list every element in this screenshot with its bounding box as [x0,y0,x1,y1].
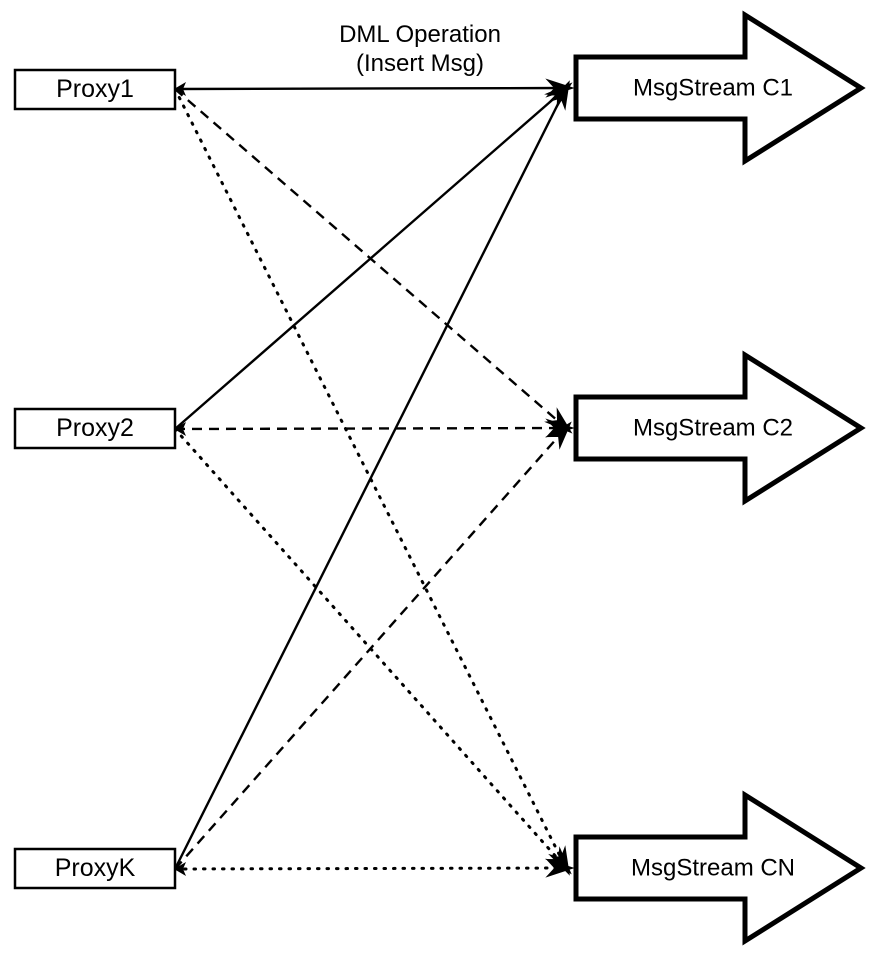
edge-line-p1-c1-solid [174,86,567,91]
caption-line-1: DML Operation [339,21,501,48]
arrowhead-pk-c1 [548,80,570,111]
edge-line-p2-c1-solid [174,87,567,430]
proxy-box-proxyK[interactable] [13,847,177,890]
edges-layer [173,86,568,871]
proxy-port-arrowhead-proxyK [174,862,186,876]
dml-operation-caption: DML Operation (Insert Msg) [339,21,501,77]
arrowhead-pk-cn [545,858,575,878]
msgstream-label-stream_c1: MsgStream C1 [633,74,793,101]
proxy-node-proxy2[interactable]: Proxy2 [13,407,177,450]
msgstream-arrow-shape-stream_cn[interactable] [573,790,866,946]
msgstream-arrow-shape-stream_c2[interactable] [573,350,866,506]
proxy-box-proxy2[interactable] [13,407,177,450]
caption-line-2: (Insert Msg) [356,50,484,77]
proxy-label-proxy2: Proxy2 [56,414,134,442]
edge-line-pk-cn-dotted [173,866,568,871]
edge-pk-c2 [174,427,567,870]
msgstream-shapes-layer: MsgStream C1 MsgStream C2 MsgStream CN [573,10,866,946]
arrowhead-pk-c2 [545,421,572,450]
edge-line-pk-c2-dashed [174,427,567,870]
edge-pk-cn [173,866,568,871]
proxy-box-proxy1[interactable] [13,68,177,111]
msgstream-arrow-shape-stream_c1[interactable] [573,10,866,166]
msgstream-stream_cn[interactable]: MsgStream CN [573,790,866,946]
edge-pk-c1 [173,87,568,870]
msgstream-label-stream_cn: MsgStream CN [631,854,795,881]
msgstream-stream_c2[interactable]: MsgStream C2 [573,350,866,506]
proxy-label-proxyK: ProxyK [55,854,136,882]
edge-p2-c1 [174,87,567,430]
edge-arrowheads-layer [544,78,575,878]
proxy-port-arrowhead-proxy2 [174,422,186,436]
proxy-port-arrowhead-proxy1 [174,82,186,96]
msgstream-label-stream_c2: MsgStream C2 [633,414,793,441]
msgstream-stream_c1[interactable]: MsgStream C1 [573,10,866,166]
edge-p2-c2 [174,426,567,431]
proxy-node-proxyK[interactable]: ProxyK [13,847,177,890]
proxy-node-proxy1[interactable]: Proxy1 [13,68,177,111]
proxy-port-arrowheads-layer [174,82,186,876]
edge-line-p2-c2-dashed [174,426,567,431]
proxy-label-proxy1: Proxy1 [56,75,134,103]
edge-line-pk-c1-solid [173,87,568,870]
edge-p1-c1 [174,86,567,91]
